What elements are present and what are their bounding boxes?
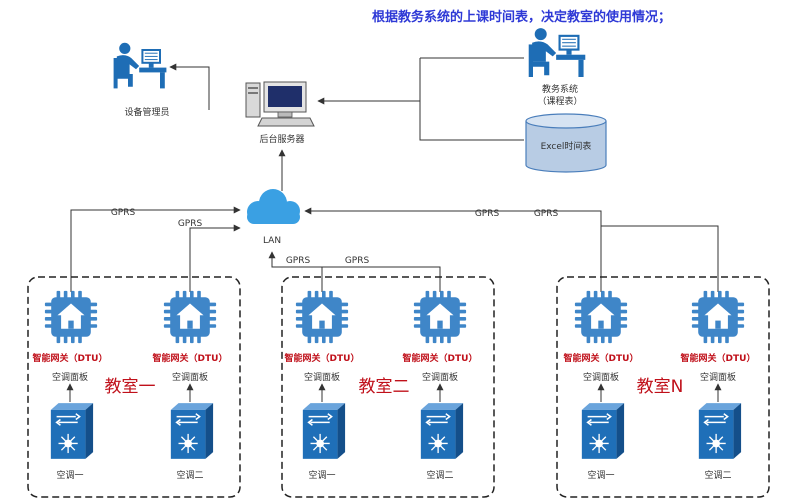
ac-label: 空调一 <box>56 469 83 481</box>
classroom-name: 教室一 <box>105 377 156 397</box>
gateway-chip-icon <box>295 290 349 344</box>
classroom2-gprs-link-2 <box>322 266 441 292</box>
classroom-n-group: 智能网关（DTU） 智能网关（DTU） 空调面板 空调面板 教室N 空调一 空调… <box>556 276 770 498</box>
edu-system-person-icon <box>527 27 587 79</box>
classroom-name: 教室N <box>637 377 684 397</box>
classroom1-gprs-link <box>70 206 241 292</box>
server-label: 后台服务器 <box>259 133 304 145</box>
ac-unit-icon <box>698 402 742 460</box>
gprs-label: GPRS <box>345 256 370 266</box>
gateway-label: 智能网关（DTU） <box>403 352 478 364</box>
gprs-label: GPRS <box>286 256 311 266</box>
lan-cloud-icon <box>247 189 300 224</box>
excel-label: Excel时间表 <box>541 140 592 152</box>
admin-person-icon <box>112 42 168 90</box>
panel-label: 空调面板 <box>422 371 458 383</box>
gprs-label: GPRS <box>178 219 203 229</box>
server-to-admin-link <box>169 63 210 110</box>
lan-label: LAN <box>263 236 281 246</box>
gateway-chip-icon <box>163 290 217 344</box>
edu-system-sublabel: （课程表） <box>537 95 582 107</box>
ac-unit-icon <box>581 402 625 460</box>
gateway-chip-icon <box>44 290 98 344</box>
ac-unit-icon <box>50 402 94 460</box>
panel-label: 空调面板 <box>583 371 619 383</box>
panel-label: 空调面板 <box>52 371 88 383</box>
server-computer-icon <box>245 81 315 127</box>
ac-unit-icon <box>420 402 464 460</box>
gprs-label: GPRS <box>111 208 136 218</box>
classroom-1-group: 智能网关（DTU） 智能网关（DTU） 空调面板 空调面板 教室一 空调一 空调… <box>27 276 241 498</box>
classroom1-gprs-link-2 <box>189 224 241 292</box>
panel-label: 空调面板 <box>172 371 208 383</box>
ac-label: 空调二 <box>176 469 203 481</box>
diagram-title: 根据教务系统的上课时间表，决定教室的使用情况； <box>372 10 672 25</box>
ac-label: 空调二 <box>704 469 731 481</box>
admin-label: 设备管理员 <box>124 106 169 118</box>
gprs-label: GPRS <box>475 209 500 219</box>
gateway-label: 智能网关（DTU） <box>285 352 360 364</box>
gateway-label: 智能网关（DTU） <box>564 352 639 364</box>
gateway-chip-icon <box>413 290 467 344</box>
excel-database-icon <box>525 113 607 173</box>
gprs-label: GPRS <box>534 209 559 219</box>
classroom-2-group: 智能网关（DTU） 智能网关（DTU） 空调面板 空调面板 教室二 空调一 空调… <box>281 276 495 498</box>
classroom2-gprs-link <box>268 251 323 292</box>
classroom-name: 教室二 <box>359 377 410 397</box>
ac-label: 空调一 <box>308 469 335 481</box>
classroomN-gprs-link-2 <box>601 225 719 292</box>
panel-label: 空调面板 <box>700 371 736 383</box>
classroomN-gprs-link <box>304 207 602 292</box>
gateway-label: 智能网关（DTU） <box>153 352 228 364</box>
ac-label: 空调二 <box>426 469 453 481</box>
edu-to-server-link <box>317 58 421 105</box>
ac-unit-icon <box>302 402 346 460</box>
gateway-label: 智能网关（DTU） <box>33 352 108 364</box>
panel-label: 空调面板 <box>304 371 340 383</box>
gateway-chip-icon <box>691 290 745 344</box>
excel-connector <box>419 101 524 141</box>
edu-system-label: 教务系统 <box>542 83 578 95</box>
ac-label: 空调一 <box>587 469 614 481</box>
gateway-chip-icon <box>574 290 628 344</box>
ac-unit-icon <box>170 402 214 460</box>
gateway-label: 智能网关（DTU） <box>681 352 756 364</box>
